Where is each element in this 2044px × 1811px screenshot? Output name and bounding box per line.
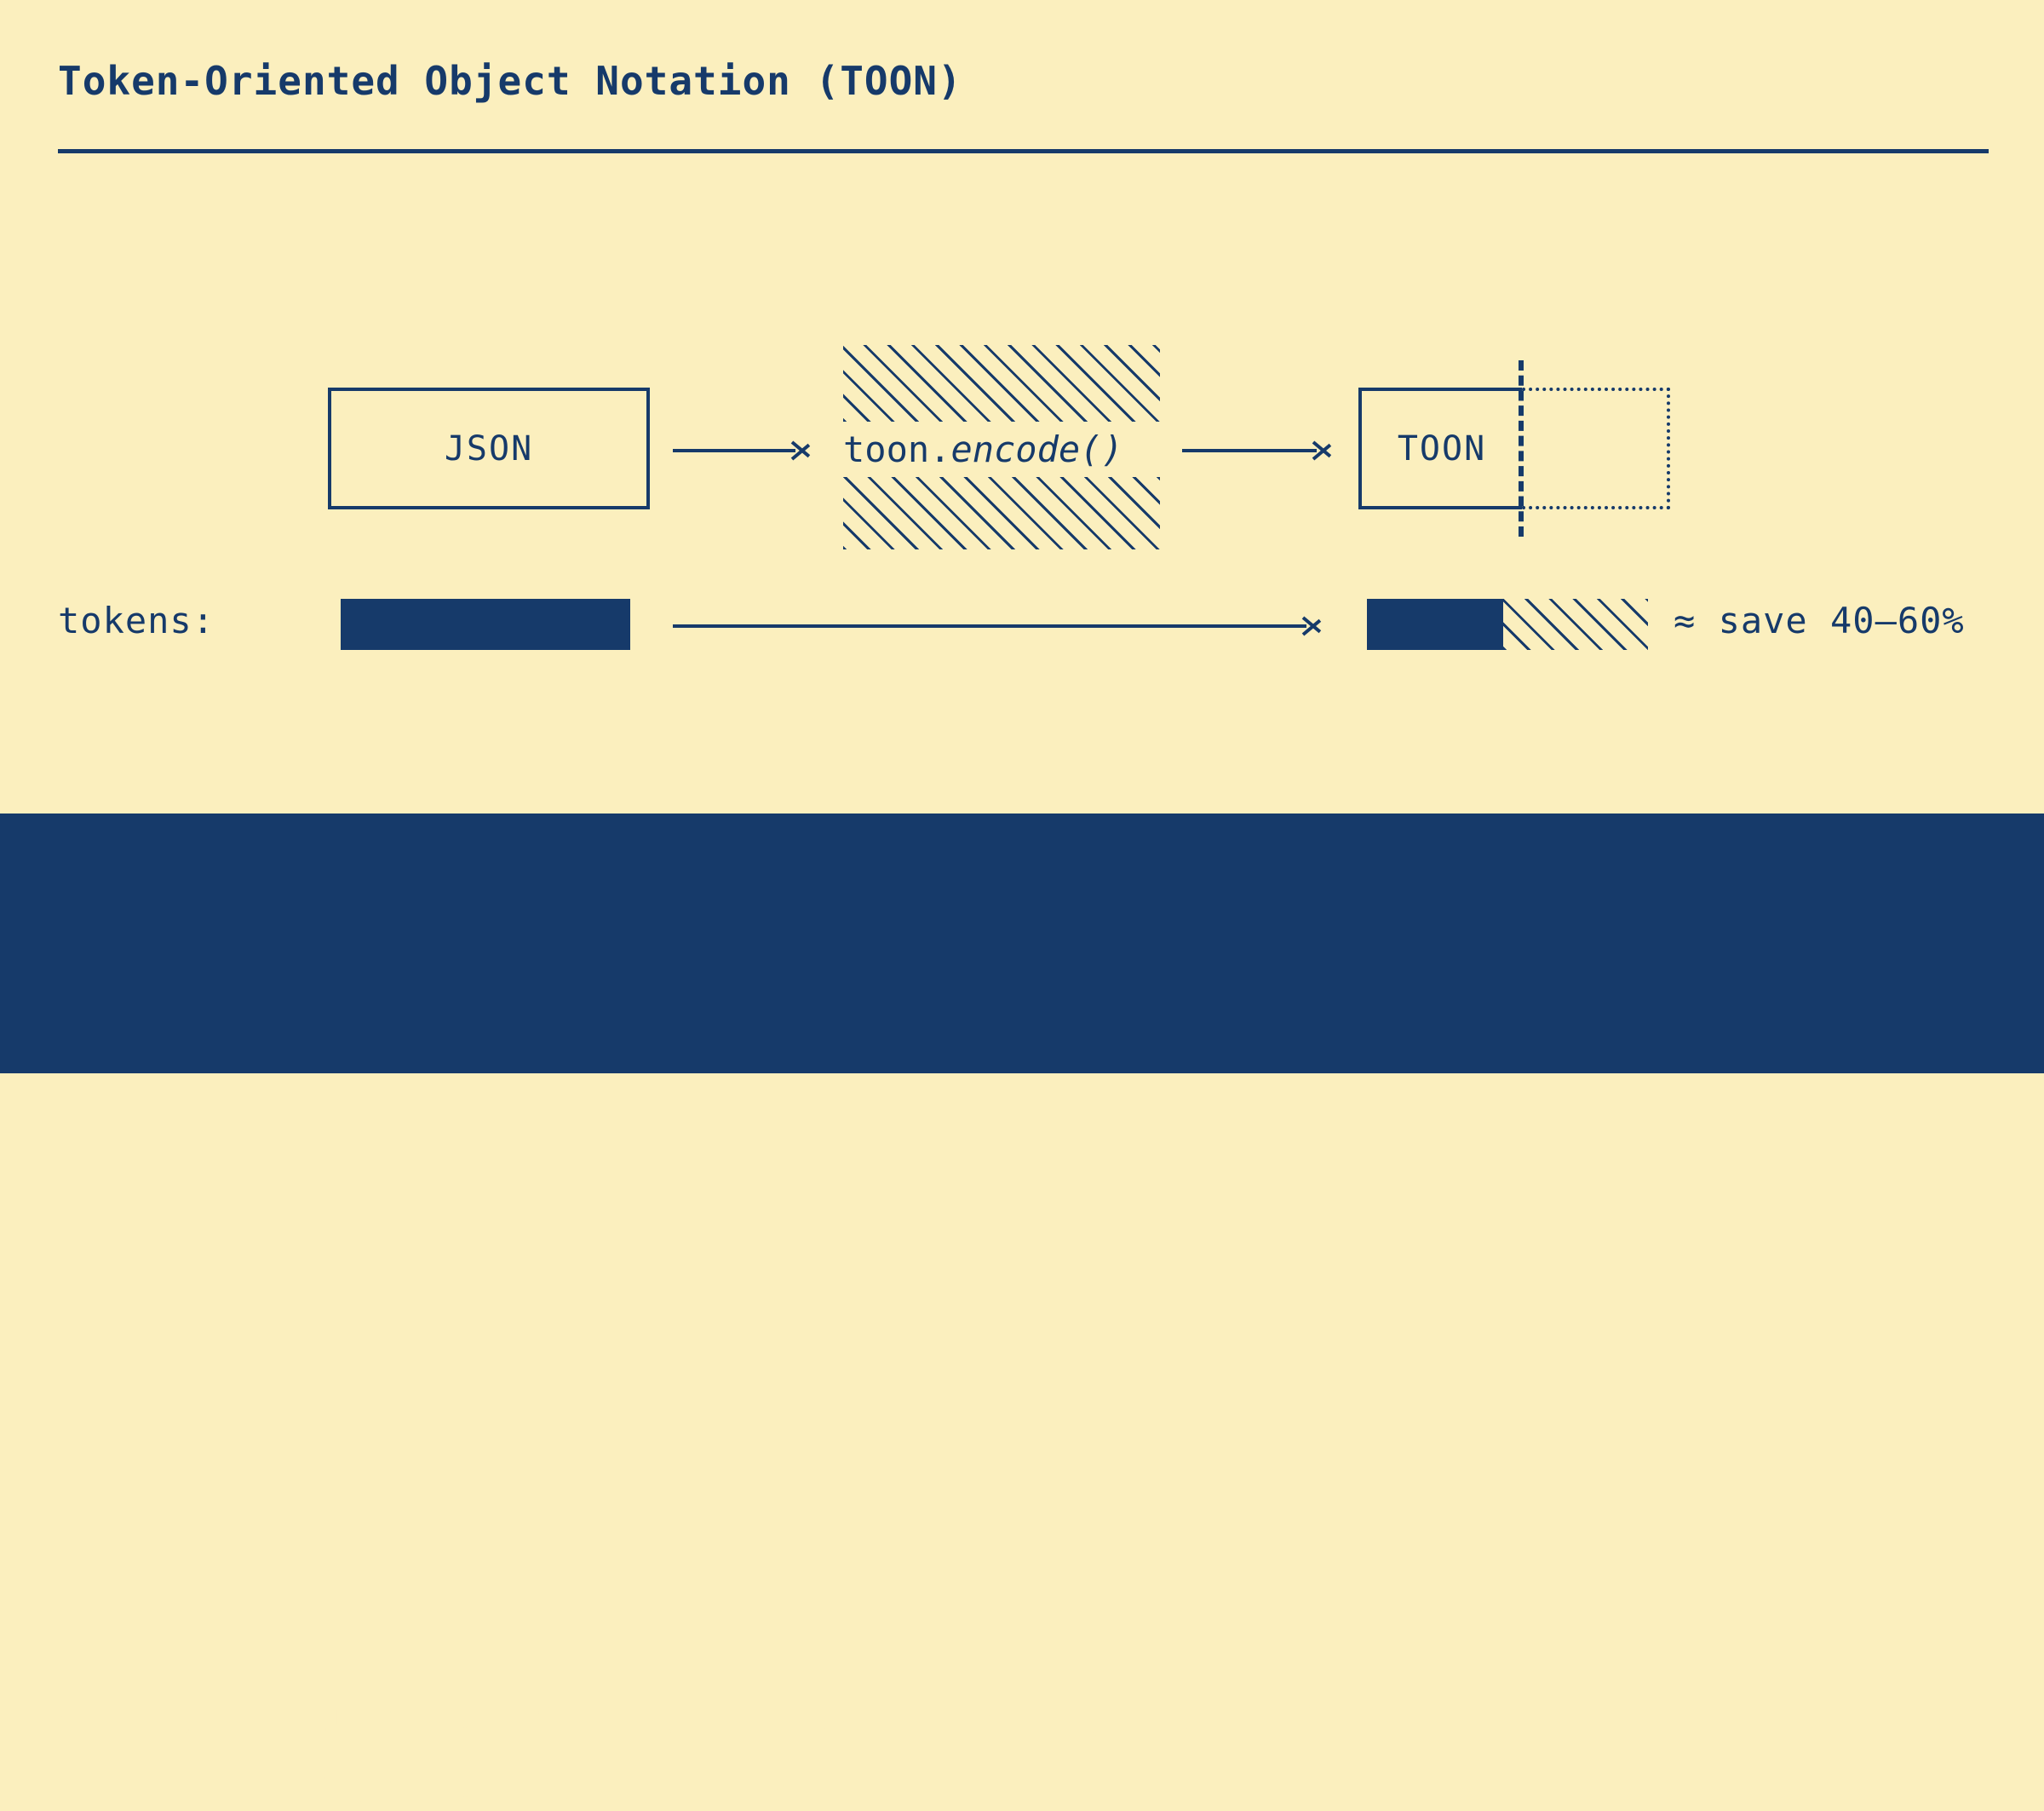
tokens-bar-toon-saved xyxy=(1503,599,1648,650)
hatch-band-bottom xyxy=(843,477,1160,549)
savings-note: ≈ save 40–60% xyxy=(1674,600,1965,641)
sample-row: JSON → { "tags": ["jazz", "chill", "lofi"]… xyxy=(324,1699,1325,1741)
toon-result-box-dotted xyxy=(1522,388,1670,509)
encode-function-label: toon.encode() xyxy=(843,420,1160,478)
sample-row-kind: JSON xyxy=(324,1699,411,1741)
sample-row: TOON → tags[3]: jazz,chill,lofi xyxy=(324,1769,1045,1811)
arrow-right-icon: → xyxy=(451,1776,469,1810)
tokens-bar-toon xyxy=(1367,599,1648,650)
toon-result-box-solid: TOON xyxy=(1358,388,1522,509)
encode-transform-group: toon.encode() xyxy=(843,345,1160,549)
page-title: Token-Oriented Object Notation (TOON) xyxy=(58,58,962,104)
encode-label-plain: toon. xyxy=(843,428,951,470)
hatch-band-top xyxy=(843,345,1160,422)
arrow-shaft xyxy=(1182,449,1317,452)
title-divider xyxy=(58,149,1989,153)
tokens-bar-json xyxy=(341,599,630,650)
toon-box-divider xyxy=(1519,360,1524,537)
encode-label-italic: encode() xyxy=(950,428,1123,470)
arrow-right-icon: → xyxy=(451,1706,469,1740)
sample-row-kind: TOON xyxy=(324,1769,411,1811)
arrow-shaft xyxy=(673,624,1306,628)
poster-canvas: Token-Oriented Object Notation (TOON) JS… xyxy=(0,0,2044,1073)
json-source-box-label: JSON xyxy=(444,428,534,469)
arrow-shaft xyxy=(673,449,795,452)
tokens-row-label: tokens: xyxy=(58,600,215,641)
toon-result-box-label: TOON xyxy=(1397,428,1487,469)
sample-row-code: tags[3]: jazz,chill,lofi xyxy=(528,1769,1045,1811)
toon-result-box: TOON xyxy=(1358,360,1670,537)
tokens-bar-toon-filled xyxy=(1367,599,1503,650)
sample-row-code: { "tags": ["jazz", "chill", "lofi"] } xyxy=(528,1699,1325,1741)
sample-panel: sample: JSON → { "tags": ["jazz", "chill",… xyxy=(0,814,2044,1811)
sample-label: sample: xyxy=(58,1699,215,1741)
json-source-box: JSON xyxy=(328,388,650,509)
